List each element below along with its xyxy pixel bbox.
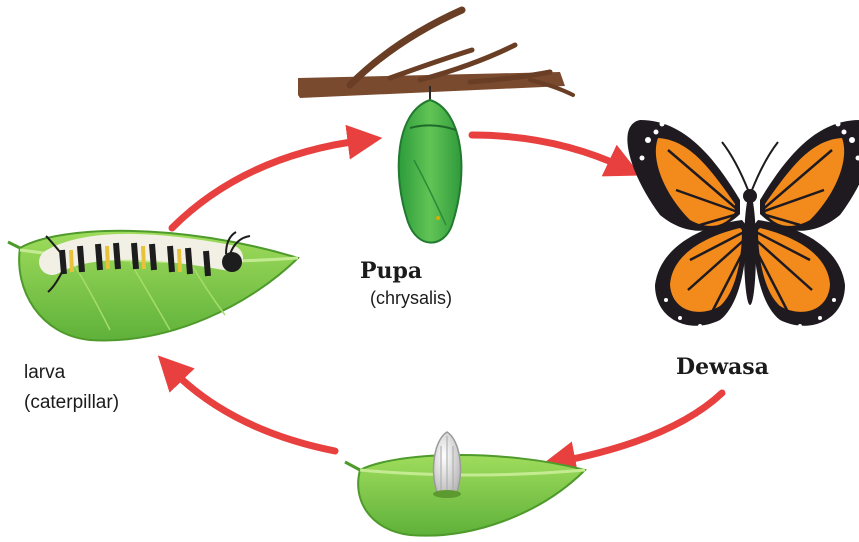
- arrow-larva-to-pupa: [172, 140, 365, 228]
- arrow-egg-to-larva: [170, 368, 335, 451]
- pupa-subtitle: (chrysalis): [370, 288, 452, 309]
- arrow-pupa-to-adult: [472, 135, 625, 168]
- pupa-title: Pupa: [360, 258, 422, 284]
- egg: [433, 432, 461, 498]
- egg-leaf: [345, 455, 585, 536]
- larva-subtitle: (caterpillar): [24, 392, 119, 414]
- adult-title: Dewasa: [676, 354, 769, 380]
- larva-title: larva: [24, 362, 65, 384]
- branch: [298, 10, 573, 98]
- arrow-adult-to-egg: [558, 393, 722, 462]
- butterfly: [627, 120, 859, 328]
- chrysalis-illustration: [399, 86, 462, 243]
